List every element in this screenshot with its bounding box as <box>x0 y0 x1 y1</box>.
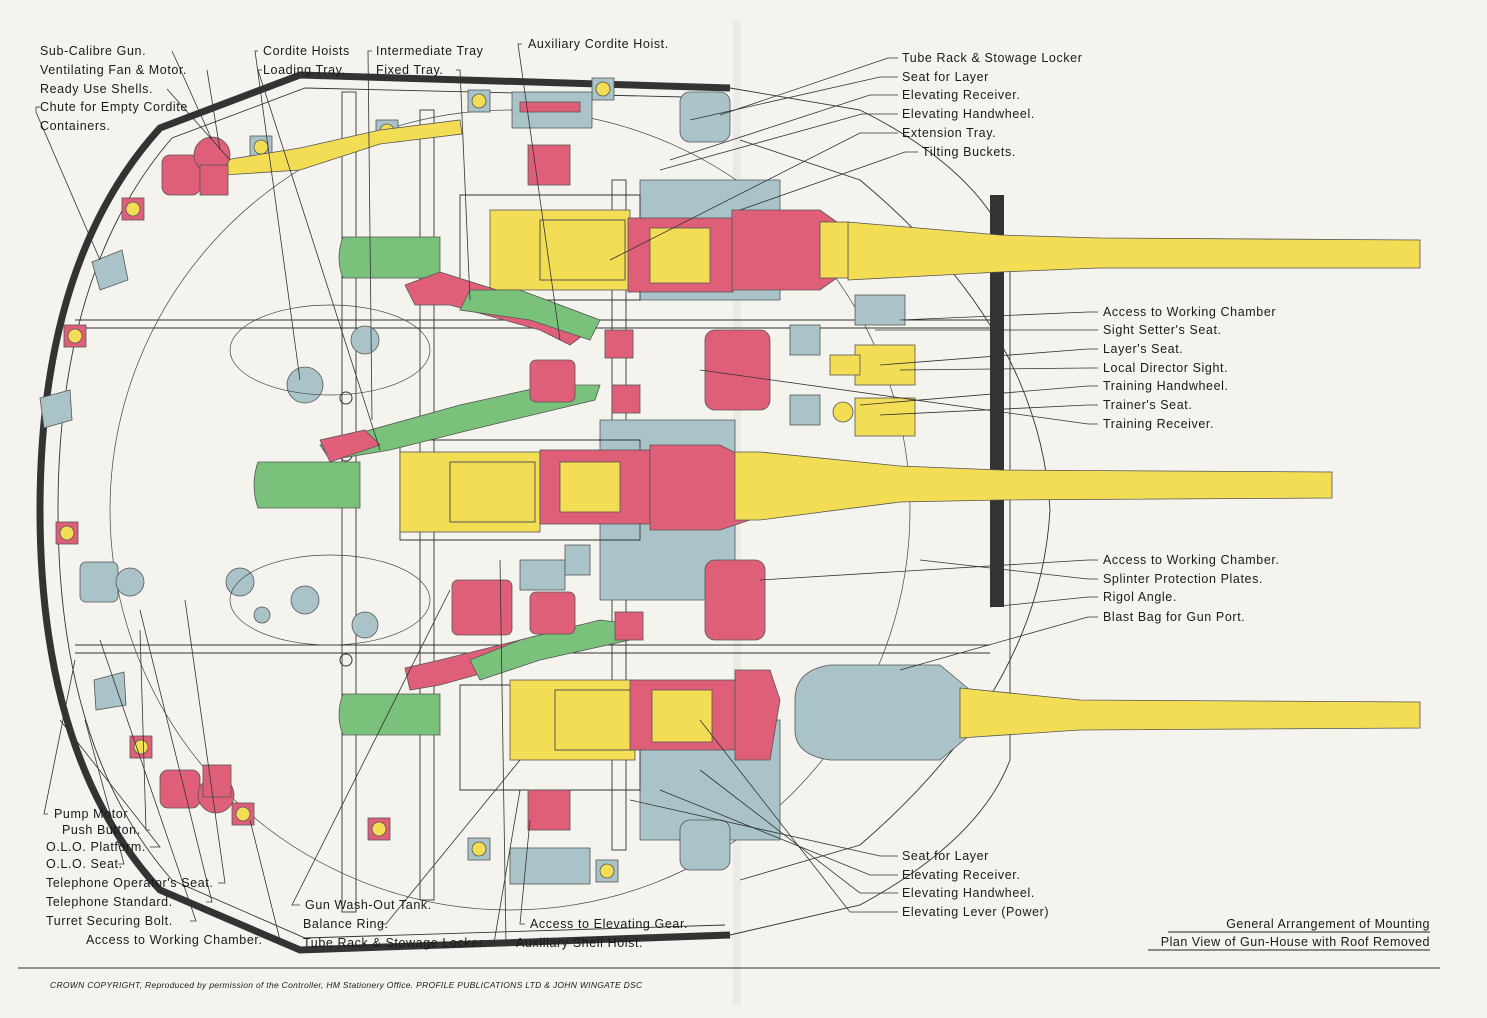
label: Elevating Handwheel. <box>902 107 1035 121</box>
leader-lines <box>35 43 1098 944</box>
label: Sight Setter's Seat. <box>1103 323 1222 337</box>
label: Splinter Protection Plates. <box>1103 572 1263 586</box>
label: Elevating Receiver. <box>902 868 1020 882</box>
wall-fittings <box>39 77 731 885</box>
label: Tilting Buckets. <box>922 145 1016 159</box>
armour-wall <box>36 71 731 954</box>
caption-line-1: General Arrangement of Mounting <box>1226 917 1430 931</box>
copyright-note: CROWN COPYRIGHT, Reproduced by permissio… <box>50 980 643 990</box>
label: Tube Rack & Stowage Locker <box>902 51 1083 65</box>
labels-bottom-mid: Gun Wash-Out Tank. Balance Ring. Tube Ra… <box>303 898 688 950</box>
label: Access to Working Chamber <box>1103 305 1276 319</box>
label: Training Handwheel. <box>1103 379 1229 393</box>
label: Rigol Angle. <box>1103 590 1177 604</box>
label: Training Receiver. <box>1103 417 1214 431</box>
label: Seat for Layer <box>902 849 989 863</box>
label: Telephone Standard. <box>46 895 173 909</box>
label: Seat for Layer <box>902 70 989 84</box>
label: O.L.O. Seat. <box>46 857 123 871</box>
label: Access to Working Chamber. <box>1103 553 1280 567</box>
caption-line-2: Plan View of Gun-House with Roof Removed <box>1161 935 1430 949</box>
labels-top-mid: Cordite Hoists Loading Tray. Intermediat… <box>263 37 669 77</box>
label: Pump Motor <box>54 807 128 821</box>
label: Ventilating Fan & Motor. <box>40 63 187 77</box>
label: Telephone Operator's Seat. <box>46 876 213 890</box>
hoists-and-trays <box>319 271 916 691</box>
label: Elevating Receiver. <box>902 88 1020 102</box>
label: Elevating Handwheel. <box>902 886 1035 900</box>
label: Cordite Hoists <box>263 44 350 58</box>
labels-bottom-left: Pump Motor Push Button. O.L.O. Platform.… <box>46 807 263 947</box>
label: Balance Ring. <box>303 917 389 931</box>
label: Extension Tray. <box>902 126 996 140</box>
label: Ready Use Shells. <box>40 82 153 96</box>
label: Sub-Calibre Gun. <box>40 44 146 58</box>
label: Local Director Sight. <box>1103 361 1228 375</box>
label: Elevating Lever (Power) <box>902 905 1049 919</box>
labels-top-right: Tube Rack & Stowage Locker Seat for Laye… <box>902 51 1083 159</box>
label: Access to Working Chamber. <box>86 933 263 947</box>
label: Loading Tray. <box>263 63 346 77</box>
gun-centre <box>253 444 1333 533</box>
front-armour-plate <box>990 195 1004 607</box>
labels-bottom-right: Seat for Layer Elevating Receiver. Eleva… <box>902 849 1049 919</box>
label: Tube Rack & Stowage Locker. <box>303 936 487 950</box>
labels-low-right: Access to Working Chamber. Splinter Prot… <box>1103 553 1280 624</box>
label: Trainer's Seat. <box>1103 398 1192 412</box>
label: Layer's Seat. <box>1103 342 1183 356</box>
label: Blast Bag for Gun Port. <box>1103 610 1245 624</box>
label: O.L.O. Platform. <box>46 840 146 854</box>
labels-top-left: Sub-Calibre Gun. Ventilating Fan & Motor… <box>40 44 188 133</box>
label: Intermediate Tray <box>376 44 484 58</box>
label: Turret Securing Bolt. <box>46 914 173 928</box>
label: Fixed Tray. <box>376 63 444 77</box>
gun-lower <box>338 664 1421 761</box>
label: Push Button. <box>62 823 141 837</box>
label: Gun Wash-Out Tank. <box>305 898 432 912</box>
label: Access to Elevating Gear. <box>530 917 688 931</box>
label: Auxiliary Shell Hoist. <box>516 936 643 950</box>
caption: General Arrangement of Mounting Plan Vie… <box>1148 917 1430 951</box>
labels-mid-right: Access to Working Chamber Sight Setter's… <box>1103 305 1276 431</box>
label: Containers. <box>40 119 111 133</box>
label: Auxiliary Cordite Hoist. <box>528 37 669 51</box>
label: Chute for Empty Cordite <box>40 100 188 114</box>
gun-upper <box>338 209 1421 293</box>
